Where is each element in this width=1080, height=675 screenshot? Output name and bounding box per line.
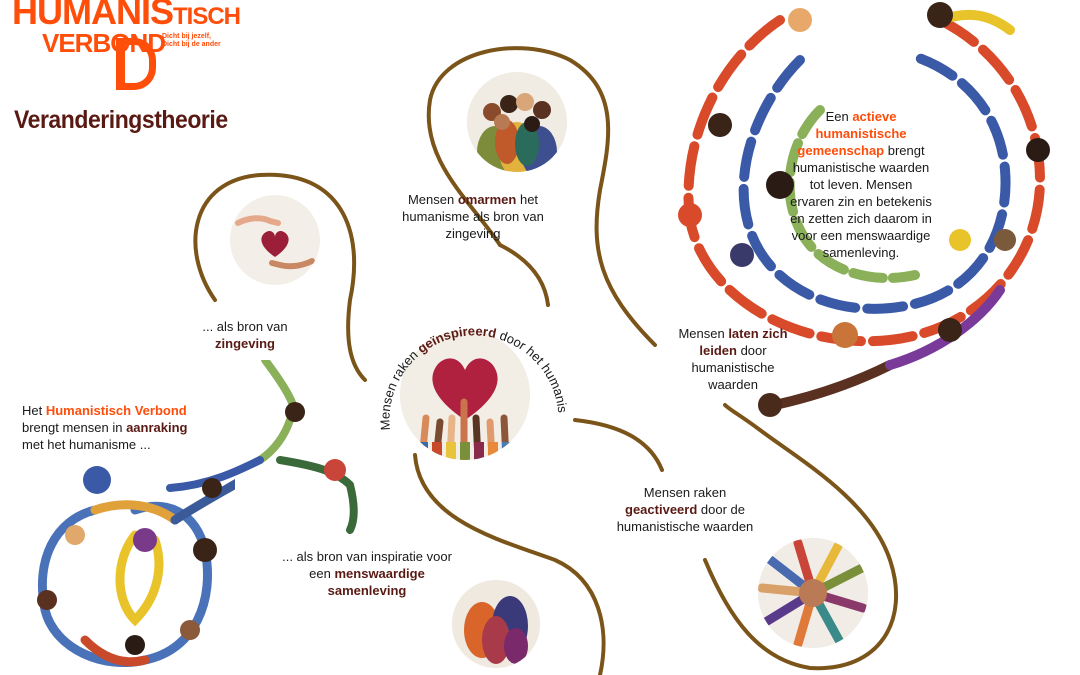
logo-line1: HUMANIS <box>12 0 174 32</box>
step-1-post: met het humanisme ... <box>22 437 151 452</box>
page-title: Veranderingstheorie <box>14 106 228 134</box>
path-sweep-right <box>573 418 664 472</box>
step-1-pre: Het <box>22 403 46 418</box>
step-6-pre: Mensen <box>678 326 729 341</box>
path-loop-left <box>193 172 367 382</box>
logo[interactable]: HUMANISTISCH VERBOND Dicht bij jezelf, D… <box>12 0 241 95</box>
step-1-mid: brengt mensen in <box>22 420 127 435</box>
step-3-bold: omarmen <box>457 192 517 207</box>
step-4-pre: Mensen raken <box>377 344 423 430</box>
svg-text:Mensen raken geïnspireerd door: Mensen raken geïnspireerd door het human… <box>370 280 570 431</box>
people-ring-bottom-left <box>37 466 235 668</box>
step-6-text: Mensen laten zich leiden door humanistis… <box>668 325 798 393</box>
step-1-highlight: Humanistisch Verbond <box>45 403 187 418</box>
step-6-post: door humanistische waarden <box>691 343 775 392</box>
step-3-pre: Mensen <box>407 192 458 207</box>
faces-illustration <box>452 580 540 668</box>
heart-hands-illustration <box>230 195 320 285</box>
step-2a-bold: zingeving <box>215 336 275 351</box>
people-ring-top-right <box>678 2 1050 417</box>
path-s-lower <box>413 453 606 675</box>
step-2a-pre: ... als bron van <box>202 319 288 334</box>
tagline-line1: Dicht bij jezelf, <box>162 33 212 40</box>
step-7-post: brengt humanistische waarden tot leven. … <box>790 143 932 260</box>
step-2b-bold: menswaardige samenleving <box>327 566 425 598</box>
group-people-illustration <box>467 72 567 172</box>
path-loop-bottom-right <box>703 403 899 671</box>
step-2b-text: ... als bron van inspiratie voor een men… <box>282 548 452 599</box>
step-2a-text: ... als bron van zingeving <box>190 318 300 352</box>
step-6-bold: laten zich leiden <box>699 326 788 358</box>
people-chain-middle-left <box>166 360 358 534</box>
step-5-text: Mensen raken geactiveerd door de humanis… <box>610 484 760 535</box>
step-5-pre: Mensen raken <box>643 485 727 500</box>
step-1-bold: aanraking <box>126 420 188 435</box>
step-4-post: door het humanisme <box>370 280 570 414</box>
stacked-hands-illustration <box>758 538 868 648</box>
step-5-post: door de humanistische waarden <box>616 502 754 534</box>
path-arrow-top <box>498 243 550 307</box>
step-7-pre: Een <box>825 109 853 124</box>
logo-line1b: TISCH <box>173 3 241 30</box>
step-4-curved-text: Mensen raken geïnspireerd door het human… <box>370 280 570 431</box>
tagline-line2: Dicht bij de ander <box>162 41 221 49</box>
step-7-text: Een actieve humanistische gemeenschap br… <box>790 108 932 261</box>
step-2b-pre: ... als bron van inspiratie voor een <box>282 549 452 581</box>
step-7-highlight: actieve humanistische gemeenschap <box>797 109 907 158</box>
step-3-text: Mensen omarmen het humanisme als bron va… <box>398 191 548 242</box>
step-1-text: Het Humanistisch Verbond brengt mensen i… <box>22 402 202 453</box>
step-5-bold: geactiveerd <box>625 502 698 517</box>
step-3-post: het humanisme als bron van zingeving <box>402 192 544 241</box>
step-4-bold: geïnspireerd <box>414 323 497 356</box>
path-loop-top <box>426 46 657 347</box>
logo-d-glyph <box>116 38 156 90</box>
